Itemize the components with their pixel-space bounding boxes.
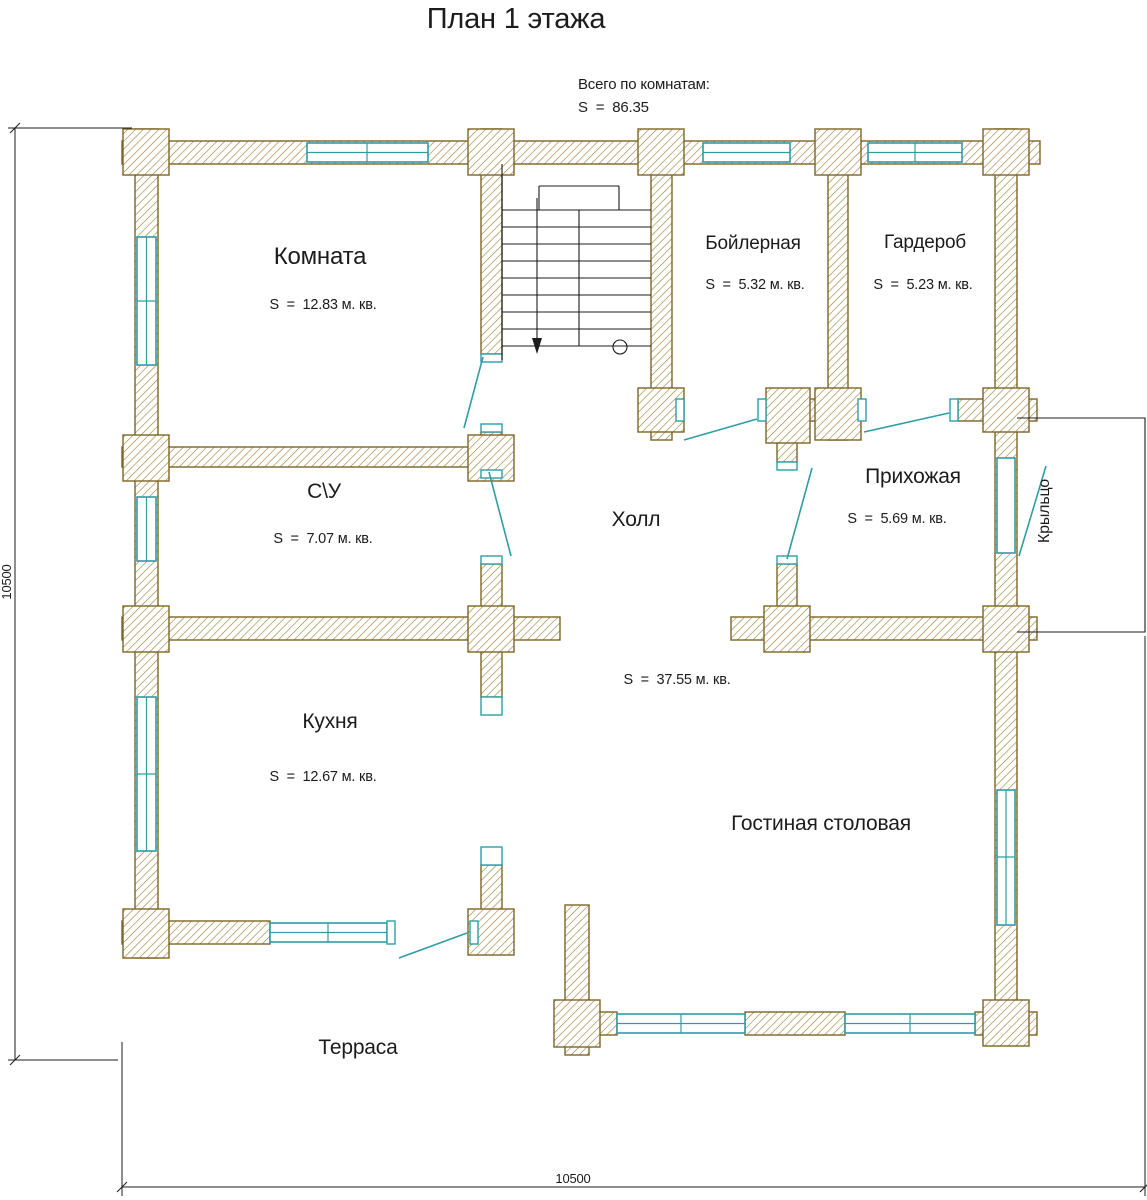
door-swing [863,412,950,433]
wall-joint [122,434,170,482]
wall-joint [765,387,811,444]
room-label-holl: Холл [612,508,661,531]
door-jambs-layer [386,353,959,945]
room-label-su: С\У [307,480,342,503]
room-label-garderob: Гардероб [884,232,966,253]
room-label-terrasa: Терраса [318,1036,398,1059]
dimension-bottom-value: 10500 [555,1171,590,1186]
wall-segment [121,616,561,641]
window [616,1013,746,1034]
wall-joint [982,387,1030,433]
room-area-su: S = 7.07 м. кв. [273,531,372,547]
wall-joint [122,908,170,959]
page-title: План 1 этажа [427,3,607,35]
walls-layer [121,128,1041,1056]
porch-outline [1017,417,1146,633]
door-jamb [480,353,503,363]
summary-area: S = 86.35 [578,99,649,116]
door-jamb [776,461,798,471]
stairs-start-post [612,339,628,355]
room-label-gostinaya: Гостиная столовая [731,812,911,835]
door-jamb [480,846,503,866]
room-label-komnata: Комната [274,243,367,270]
dimension-left-value: 10500 [0,564,14,599]
door-jamb [480,469,503,479]
door-swing [1018,465,1047,557]
window [844,1013,976,1034]
wall-joint [982,128,1030,176]
window [269,922,388,943]
window [996,789,1016,926]
door-swing [463,356,484,429]
wall-joint [982,605,1030,653]
door-jamb [675,398,685,422]
window [136,236,157,366]
door-swing [488,471,512,557]
door-swing [683,418,758,441]
wall-joint [122,128,170,176]
stairs-arrowhead [532,338,542,354]
wall-joint [467,128,515,176]
room-area-boilernaya: S = 5.32 м. кв. [705,277,804,293]
room-area-komnata: S = 12.83 м. кв. [269,297,376,313]
wall-joint [814,128,862,176]
room-area-garderob: S = 5.23 м. кв. [873,277,972,293]
labels-layer: План 1 этажа Всего по комнатам: S = 86.3… [0,3,1053,1186]
wall-joint [122,605,170,653]
room-area-kuhnya: S = 12.67 м. кв. [269,769,376,785]
wall-segment [121,446,503,468]
door-jamb [480,423,503,433]
door-jamb [480,555,503,565]
dimension-bottom [116,636,1147,1196]
door-swing [786,467,813,560]
room-label-krylco: Крыльцо [1036,479,1053,543]
stairs [501,164,651,360]
door-jamb [857,398,867,422]
window [306,142,429,163]
wall-joint [637,128,685,176]
room-label-kuhnya: Кухня [302,710,357,733]
door-jamb [480,696,503,716]
room-area-holl: S = 37.55 м. кв. [623,672,730,688]
room-label-boilernaya: Бойлерная [705,233,800,254]
wall-joint [553,999,601,1048]
entry-door [996,457,1016,554]
wall-segment [744,1011,846,1036]
room-area-prihozhaya: S = 5.69 м. кв. [847,511,946,527]
dimension-left [8,122,132,1066]
windows-layer [136,142,1016,1034]
wall-joint [814,387,862,441]
door-jamb [949,398,959,422]
door-jamb [757,398,767,422]
door-jamb [386,920,396,945]
room-label-prihozhaya: Прихожая [865,465,961,488]
door-jamb [469,920,479,945]
summary-label: Всего по комнатам: [578,76,710,93]
window [867,142,963,163]
window [702,142,791,163]
window [136,496,157,562]
door-swings-layer [398,356,1047,959]
wall-joint [982,999,1030,1047]
window [136,696,157,852]
wall-joint [467,605,515,653]
wall-joint [763,605,811,653]
door-swing [398,932,468,959]
